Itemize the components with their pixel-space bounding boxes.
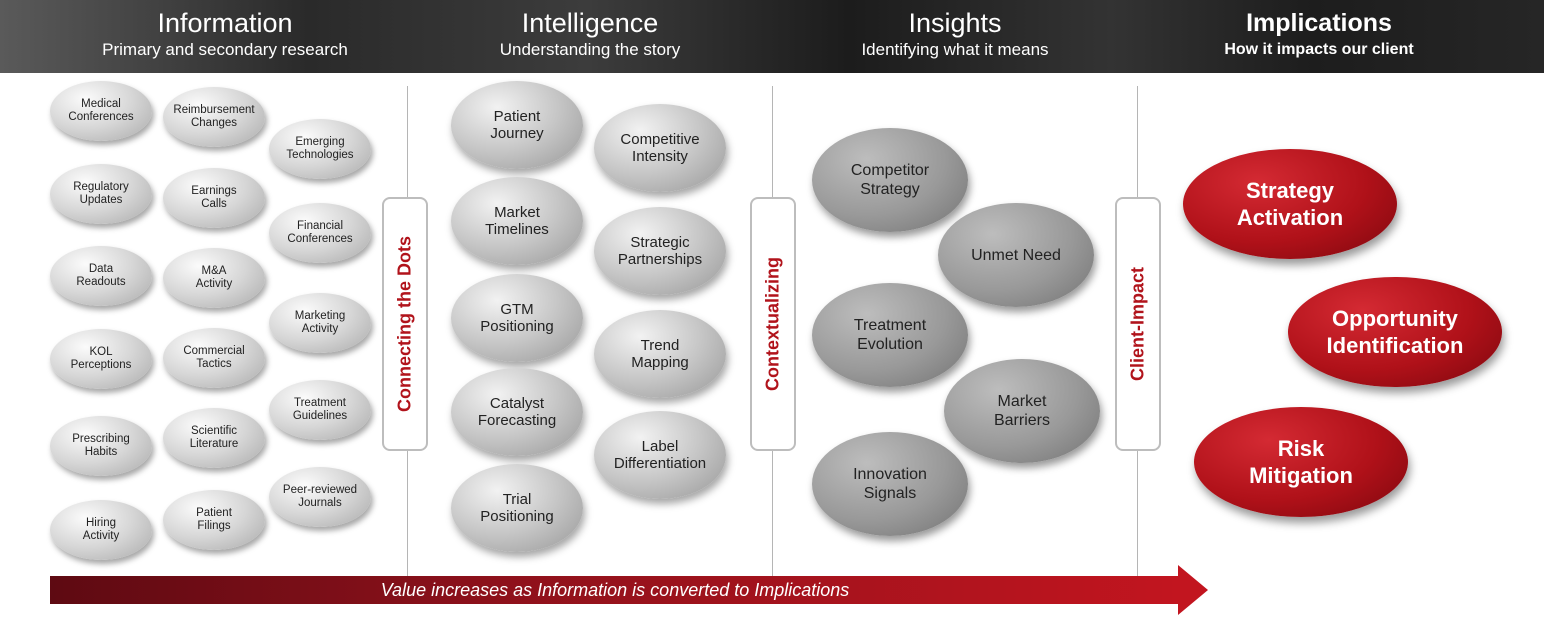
information-item: Patient Filings xyxy=(163,490,265,550)
header-subtitle: Understanding the story xyxy=(499,40,681,59)
header-implications: Implications How it impacts our client xyxy=(1139,6,1499,60)
information-item: Financial Conferences xyxy=(269,203,371,263)
intelligence-item: GTM Positioning xyxy=(451,274,583,362)
implication-item: Opportunity Identification xyxy=(1288,277,1502,387)
header-intelligence: Intelligence Understanding the story xyxy=(410,6,770,60)
connector-contextualizing: Contextualizing xyxy=(750,197,796,451)
information-item: Hiring Activity xyxy=(50,500,152,560)
arrow-label: Value increases as Information is conver… xyxy=(380,580,850,600)
intelligence-item: Trial Positioning xyxy=(451,464,583,552)
intelligence-item: Market Timelines xyxy=(451,177,583,265)
intelligence-item: Strategic Partnerships xyxy=(594,207,726,295)
implication-item: Risk Mitigation xyxy=(1194,407,1408,517)
information-item: KOL Perceptions xyxy=(50,329,152,389)
connector-client-impact: Client-Impact xyxy=(1115,197,1161,451)
header-title: Information xyxy=(157,8,293,38)
intelligence-item: Competitive Intensity xyxy=(594,104,726,192)
information-item: Medical Conferences xyxy=(50,81,152,141)
header-information: Information Primary and secondary resear… xyxy=(45,6,405,60)
value-arrow: Value increases as Information is conver… xyxy=(50,565,1210,615)
connector-label: Client-Impact xyxy=(1127,266,1148,382)
information-item: Treatment Guidelines xyxy=(269,380,371,440)
implication-item: Strategy Activation xyxy=(1183,149,1397,259)
insights-item: Unmet Need xyxy=(938,203,1094,307)
insights-item: Competitor Strategy xyxy=(812,128,968,232)
header-banner: Information Primary and secondary resear… xyxy=(0,0,1544,73)
arrow-bar xyxy=(50,576,1180,604)
information-item: Prescribing Habits xyxy=(50,416,152,476)
header-subtitle: Primary and secondary research xyxy=(102,40,348,59)
information-item: Peer-reviewed Journals xyxy=(269,467,371,527)
header-title: Intelligence xyxy=(521,8,659,38)
header-title: Implications xyxy=(1246,9,1392,37)
connector-label: Contextualizing xyxy=(762,257,783,391)
insights-item: Innovation Signals xyxy=(812,432,968,536)
information-item: Data Readouts xyxy=(50,246,152,306)
intelligence-item: Patient Journey xyxy=(451,81,583,169)
information-item: Reimbursement Changes xyxy=(163,87,265,147)
connector-label: Connecting the Dots xyxy=(394,236,415,412)
header-title: Insights xyxy=(908,8,1002,38)
connector-connecting-the-dots: Connecting the Dots xyxy=(382,197,428,451)
intelligence-item: Label Differentiation xyxy=(594,411,726,499)
insights-item: Market Barriers xyxy=(944,359,1100,463)
information-item: M&A Activity xyxy=(163,248,265,308)
header-subtitle: Identifying what it means xyxy=(861,40,1049,59)
information-item: Earnings Calls xyxy=(163,168,265,228)
header-subtitle: How it impacts our client xyxy=(1224,41,1414,58)
header-insights: Insights Identifying what it means xyxy=(775,6,1135,60)
information-item: Marketing Activity xyxy=(269,293,371,353)
information-item: Regulatory Updates xyxy=(50,164,152,224)
information-item: Emerging Technologies xyxy=(269,119,371,179)
information-item: Scientific Literature xyxy=(163,408,265,468)
insights-item: Treatment Evolution xyxy=(812,283,968,387)
information-item: Commercial Tactics xyxy=(163,328,265,388)
intelligence-item: Trend Mapping xyxy=(594,310,726,398)
intelligence-item: Catalyst Forecasting xyxy=(451,368,583,456)
arrow-head-icon xyxy=(1178,565,1208,615)
